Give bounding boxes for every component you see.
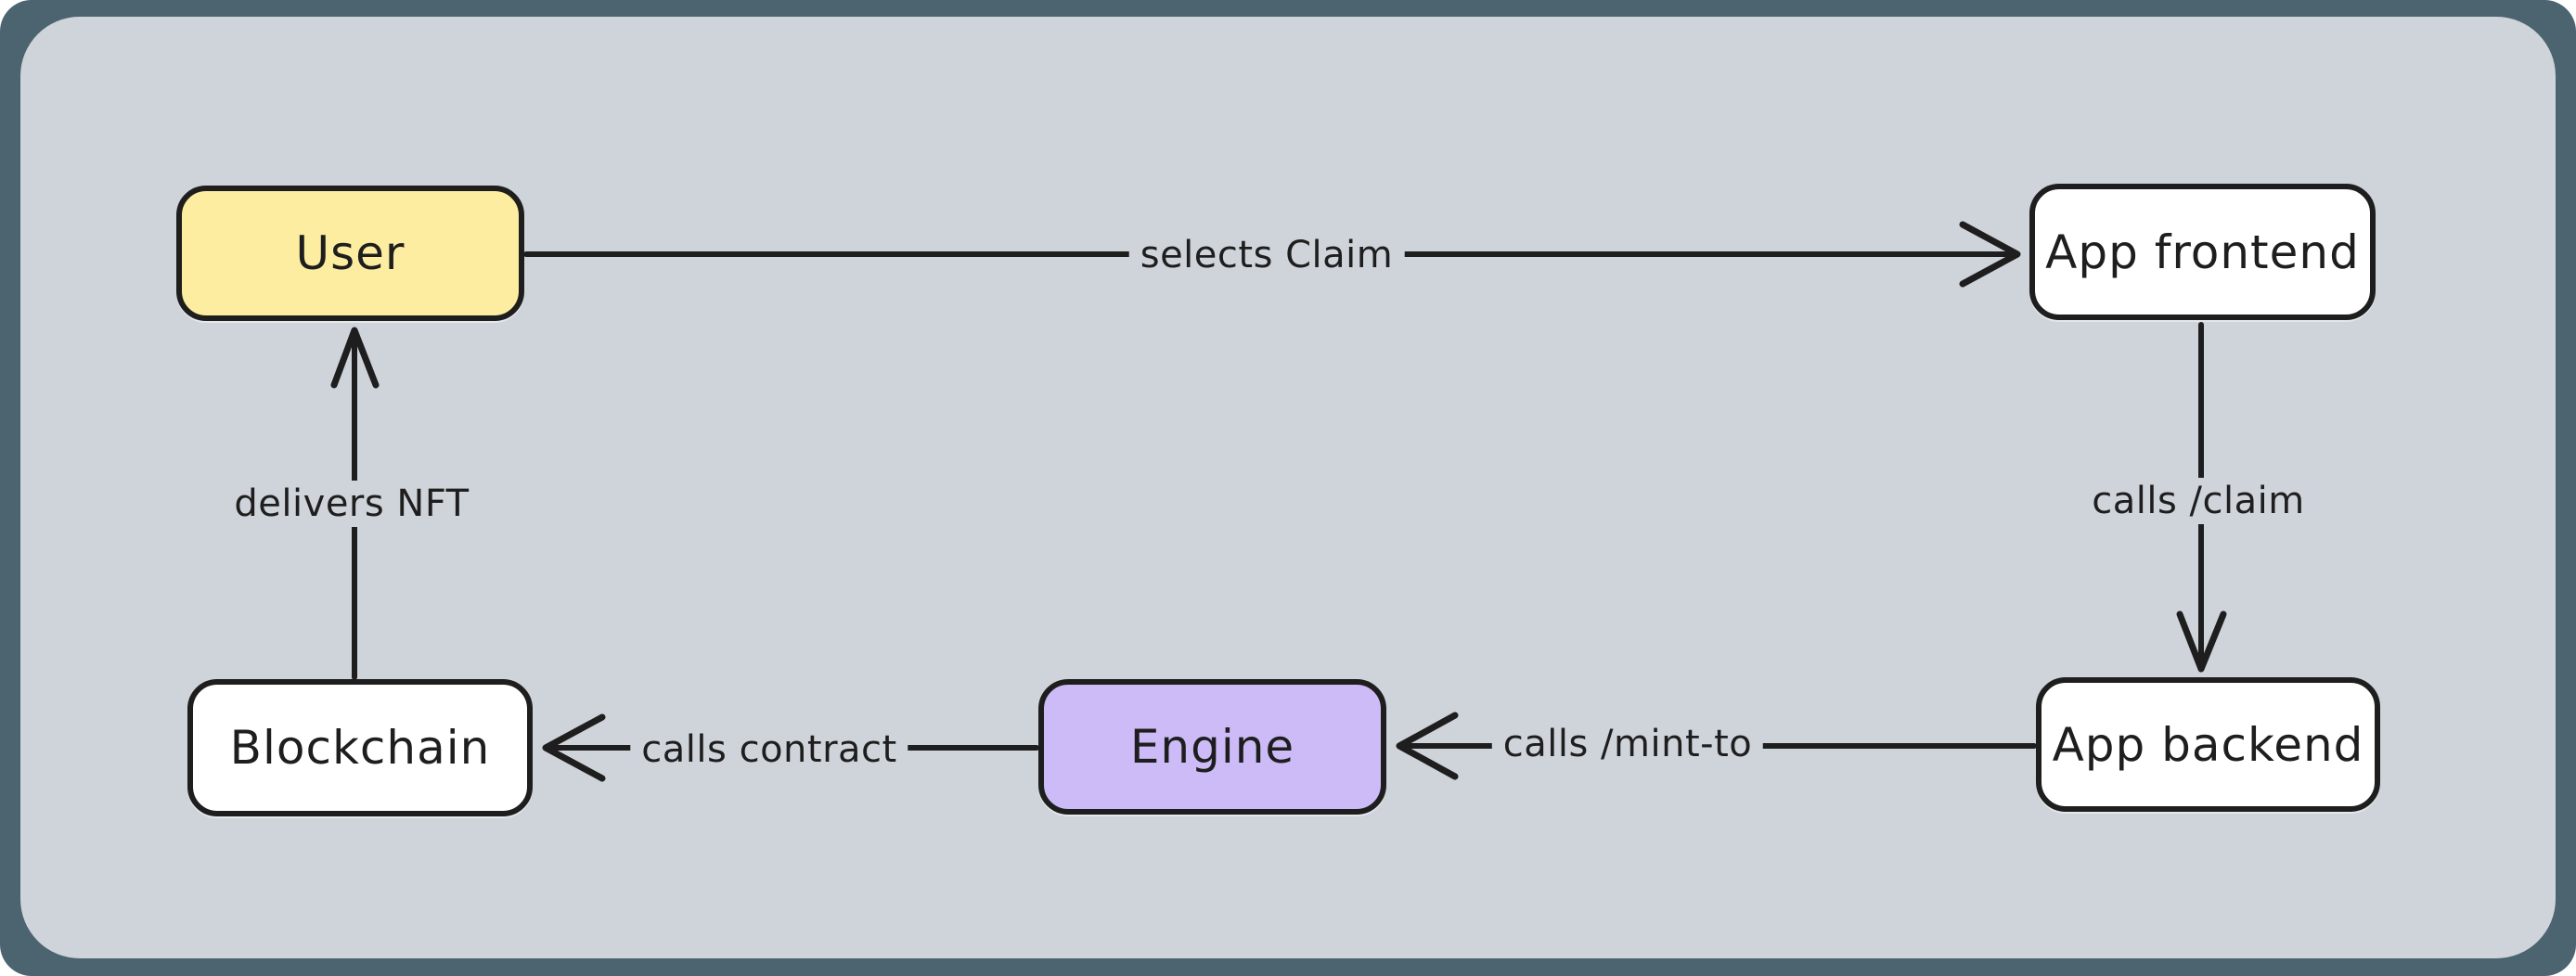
edge-label-selects-claim: selects Claim — [1128, 232, 1405, 278]
arrowhead-left-icon — [542, 713, 606, 782]
node-app-frontend: App frontend — [2029, 184, 2376, 320]
edge-label-calls-claim: calls /claim — [2080, 478, 2316, 524]
edge-label-calls-mint-to: calls /mint-to — [1491, 721, 1764, 767]
node-engine-label: Engine — [1129, 720, 1295, 774]
arrowhead-down-icon — [2176, 610, 2227, 673]
node-app-frontend-label: App frontend — [2045, 225, 2360, 279]
node-engine: Engine — [1038, 679, 1386, 815]
arrowhead-up-icon — [330, 327, 380, 389]
node-user: User — [176, 186, 524, 321]
node-blockchain: Blockchain — [187, 679, 533, 816]
node-app-backend-label: App backend — [2052, 717, 2364, 772]
node-user-label: User — [295, 226, 406, 280]
node-app-backend: App backend — [2036, 677, 2380, 812]
node-blockchain-label: Blockchain — [229, 721, 491, 775]
edge-label-calls-contract: calls contract — [630, 726, 908, 773]
arrowhead-left-icon — [1396, 712, 1459, 780]
edge-label-delivers-nft: delivers NFT — [223, 481, 481, 527]
arrowhead-right-icon — [1959, 221, 2021, 288]
diagram-canvas: User App frontend App backend Engine Blo… — [20, 17, 2556, 958]
